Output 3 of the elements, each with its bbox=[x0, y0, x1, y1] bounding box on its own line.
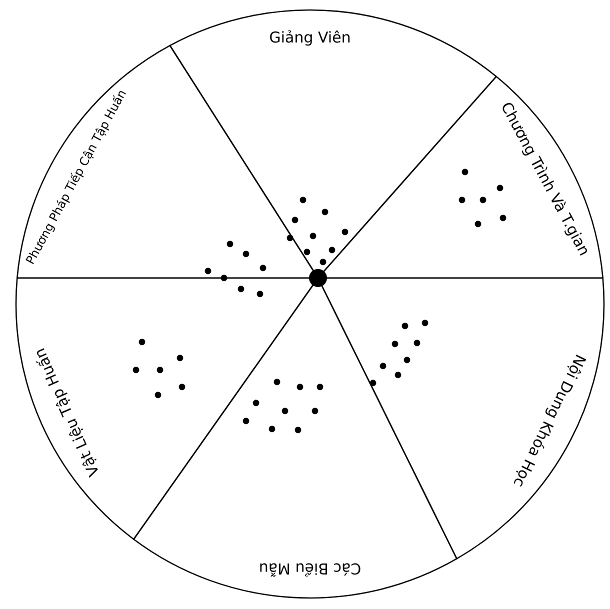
wheel-sector: Các Biểu Mẫu bbox=[133, 277, 458, 598]
wheel-sector: Vật Liệu Tập Huấn bbox=[15, 277, 319, 540]
wheel-sector: Giảng Viên bbox=[169, 9, 497, 279]
